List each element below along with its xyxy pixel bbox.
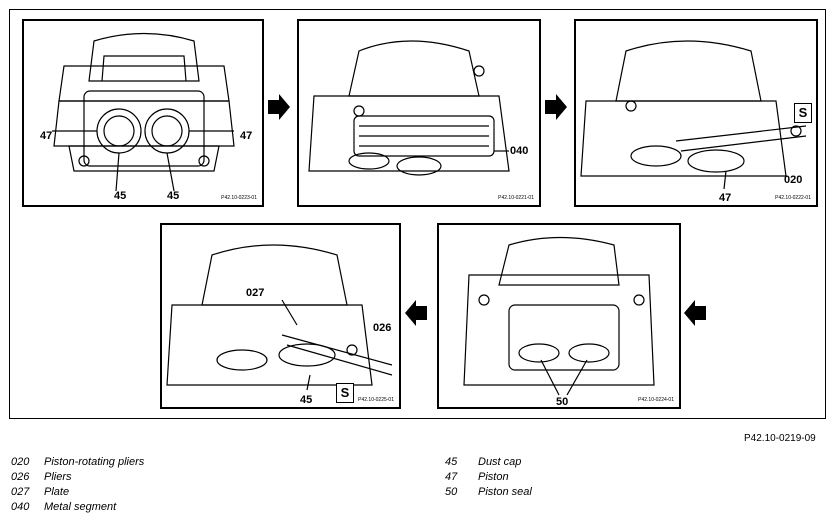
figure-frame: 47 47 45 45 P42.10-0223-01 040 P42.10-02… <box>9 9 826 419</box>
caliper-illustration-4 <box>166 244 393 391</box>
arrow-left-icon <box>405 300 427 326</box>
arrow-right-icon <box>545 94 567 120</box>
legend-number: 45 <box>445 456 458 468</box>
caliper-illustration-2 <box>308 40 510 176</box>
special-tool-icon: S <box>794 103 812 123</box>
callout-45-left: 45 <box>114 190 127 202</box>
legend-right: 45 Dust cap 47 Piston 50 Piston seal <box>445 455 532 500</box>
callout-040: 040 <box>510 145 529 157</box>
legend-item: 020 Piston-rotating pliers <box>11 455 144 470</box>
panel-5: 50 P42.10-0224-01 <box>437 223 681 409</box>
panel-1: 47 47 45 45 P42.10-0223-01 <box>22 19 264 207</box>
callout-47: 47 <box>719 192 732 204</box>
legend-text: Metal segment <box>44 501 117 513</box>
legend-text: Piston-rotating pliers <box>44 456 145 468</box>
callout-47-left: 47 <box>40 130 53 142</box>
panel-code: P42.10-0222-01 <box>775 195 811 201</box>
panel-4: 027 026 45 S P42.10-0225-01 <box>160 223 401 409</box>
legend-item: 45 Dust cap <box>445 455 532 470</box>
arrow-left-icon <box>684 300 706 326</box>
callout-45: 45 <box>300 394 313 406</box>
legend-item: 026 Pliers <box>11 470 144 485</box>
legend-text: Pliers <box>44 471 72 483</box>
panel-code: P42.10-0223-01 <box>221 195 257 201</box>
legend-text: Piston seal <box>478 486 532 498</box>
legend-number: 026 <box>11 471 30 483</box>
caliper-illustration-5 <box>463 236 655 396</box>
legend-number: 47 <box>445 471 458 483</box>
legend-number: 50 <box>445 486 458 498</box>
legend-text: Piston <box>478 471 509 483</box>
legend-number: 020 <box>11 456 30 468</box>
legend-item: 027 Plate <box>11 485 144 500</box>
legend-item: 040 Metal segment <box>11 500 144 515</box>
figure-reference: P42.10-0219-09 <box>744 433 816 444</box>
legend-left: 020 Piston-rotating pliers 026 Pliers 027 P… <box>11 455 144 515</box>
legend-item: 50 Piston seal <box>445 485 532 500</box>
callout-027: 027 <box>246 287 265 299</box>
callout-50: 50 <box>556 396 569 408</box>
panel-3: S 020 47 P42.10-0222-01 <box>574 19 818 207</box>
legend-item: 47 Piston <box>445 470 532 485</box>
panel-code: P42.10-0224-01 <box>638 397 674 403</box>
caliper-illustration-1 <box>52 32 235 192</box>
legend-number: 040 <box>11 501 30 513</box>
caliper-illustration-3 <box>580 40 807 190</box>
special-tool-icon: S <box>336 383 354 403</box>
legend-text: Dust cap <box>478 456 522 468</box>
panel-code: P42.10-0225-01 <box>358 397 394 403</box>
panel-2: 040 P42.10-0221-01 <box>297 19 541 207</box>
legend-number: 027 <box>11 486 30 498</box>
callout-026: 026 <box>373 322 392 334</box>
callout-47-right: 47 <box>240 130 253 142</box>
arrow-right-icon <box>268 94 290 120</box>
legend-text: Plate <box>44 486 70 498</box>
callout-020: 020 <box>784 174 803 186</box>
callout-45-right: 45 <box>167 190 180 202</box>
panel-code: P42.10-0221-01 <box>498 195 534 201</box>
